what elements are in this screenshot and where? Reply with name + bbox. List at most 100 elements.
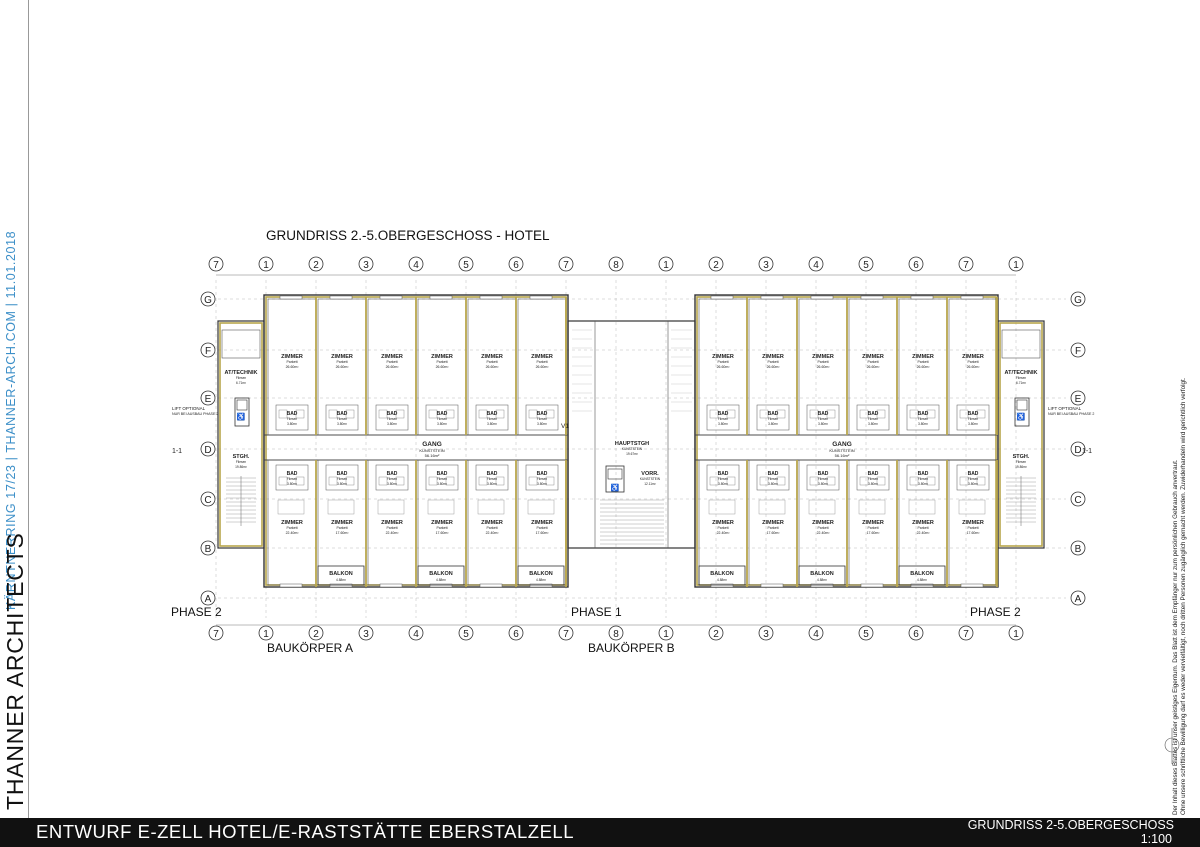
axis-bubble xyxy=(758,625,774,641)
bathroom xyxy=(325,464,359,491)
bath-name: BAD xyxy=(768,411,779,417)
technik-name: AT/TECHNIK xyxy=(1005,370,1038,376)
bath-area: 3.80m² xyxy=(537,422,547,426)
axis-top-label: 6 xyxy=(513,260,519,271)
axis-bubble xyxy=(508,256,524,272)
axis-top-label: 1 xyxy=(263,260,269,271)
bath-area: 3.80m² xyxy=(718,482,728,486)
bath-floor: Fliesen xyxy=(918,477,929,481)
bath-floor: Fliesen xyxy=(818,477,829,481)
lift-note-sub: NUR BEI AUSBAU PHASE 2 xyxy=(1048,412,1094,416)
bath-fixture xyxy=(976,409,986,419)
axis-row-label: F xyxy=(1075,346,1081,357)
axis-bubble xyxy=(200,390,216,406)
lift-note: LIFT OPTIONAL xyxy=(172,406,206,411)
bath-name: BAD xyxy=(387,411,398,417)
axis-bottom-label: 2 xyxy=(713,629,719,640)
bath-name: BAD xyxy=(287,471,298,477)
bathroom xyxy=(806,464,840,491)
section-mark: 1-1 xyxy=(172,448,182,455)
bathroom xyxy=(806,404,840,431)
axis-bubble xyxy=(508,625,524,641)
bathroom xyxy=(756,464,790,491)
room-area: 22.40m² xyxy=(717,531,731,535)
axis-top-label: 5 xyxy=(863,260,869,271)
technik-room xyxy=(1001,329,1041,359)
bath-name: BAD xyxy=(437,411,448,417)
bath-fixture xyxy=(826,409,836,419)
window xyxy=(960,295,984,300)
technik-room xyxy=(221,329,261,359)
bath-area: 3.80m² xyxy=(718,422,728,426)
axis-bottom-label: 6 xyxy=(513,629,519,640)
room-name: ZIMMER xyxy=(531,520,553,526)
axis-bubble xyxy=(1070,441,1086,457)
balcony-area: 4.88m² xyxy=(436,578,446,582)
room-area: 26.60m² xyxy=(286,365,300,369)
room-area: 26.60m² xyxy=(717,365,731,369)
bath-fixture xyxy=(926,409,936,419)
bathroom xyxy=(275,464,309,491)
balcony-name: BALKON xyxy=(810,571,834,577)
corridor-sub: KUNSTSTEIN xyxy=(419,448,444,453)
axis-bubble xyxy=(1070,291,1086,307)
disclaimer: Der Inhalt dieses Blattes ist unser geis… xyxy=(1172,155,1188,815)
bath-area: 3.80m² xyxy=(337,422,347,426)
axis-bottom-label: 5 xyxy=(463,629,469,640)
axis-top-label: 8 xyxy=(613,260,619,271)
axis-row-label: C xyxy=(1074,495,1081,506)
room-name: ZIMMER xyxy=(481,520,503,526)
axis-top-label: 2 xyxy=(313,260,319,271)
window xyxy=(479,295,503,300)
balcony xyxy=(698,565,746,586)
bath-fixture xyxy=(726,476,736,486)
room-floor: Parkett xyxy=(917,360,928,364)
window xyxy=(860,295,884,300)
room-area: 22.40m² xyxy=(917,531,931,535)
bath-area: 3.80m² xyxy=(818,422,828,426)
axis-bubble xyxy=(458,625,474,641)
room-name: ZIMMER xyxy=(431,520,453,526)
bath-fixture xyxy=(395,476,405,486)
room-floor: Parkett xyxy=(717,360,728,364)
axis-bubble xyxy=(308,256,324,272)
bath-floor: Fliesen xyxy=(718,477,729,481)
balcony xyxy=(517,565,565,586)
room-area: 22.40m² xyxy=(486,531,500,535)
bath-fixture xyxy=(345,409,355,419)
balcony-name: BALKON xyxy=(529,571,553,577)
axis-bubble xyxy=(858,625,874,641)
axis-bubble xyxy=(308,625,324,641)
lift-note-sub: NUR BEI AUSBAU PHASE 2 xyxy=(172,412,218,416)
window xyxy=(279,295,303,300)
bath-name: BAD xyxy=(718,471,729,477)
bath-fixture xyxy=(495,409,505,419)
room-floor: Parkett xyxy=(536,360,547,364)
room-area: 26.60m² xyxy=(867,365,881,369)
axis-bottom-label: 6 xyxy=(913,629,919,640)
staircase-name: STGH. xyxy=(233,454,250,460)
axis-bubble xyxy=(658,625,674,641)
bath-fixture xyxy=(876,476,886,486)
bath-area: 3.80m² xyxy=(968,422,978,426)
room-area: 17.60m² xyxy=(436,531,450,535)
bed xyxy=(858,499,886,515)
window xyxy=(960,583,984,588)
bath-name: BAD xyxy=(868,411,879,417)
bath-fixture xyxy=(809,476,819,486)
axis-row-label: B xyxy=(205,544,212,555)
axis-bubble xyxy=(208,256,224,272)
lift-note: LIFT OPTIONAL xyxy=(1048,406,1082,411)
accessibility-icon: ♿ xyxy=(611,483,620,492)
bath-floor: Fliesen xyxy=(387,477,398,481)
bath-floor: Fliesen xyxy=(287,477,298,481)
room-area: 26.60m² xyxy=(386,365,400,369)
axis-top-label: 4 xyxy=(413,260,419,271)
window xyxy=(710,583,734,588)
axis-bubble xyxy=(958,625,974,641)
bath-fixture xyxy=(478,409,488,419)
bath-floor: Fliesen xyxy=(337,477,348,481)
room-area: 26.60m² xyxy=(917,365,931,369)
bed xyxy=(477,499,505,515)
bathroom xyxy=(425,404,459,431)
